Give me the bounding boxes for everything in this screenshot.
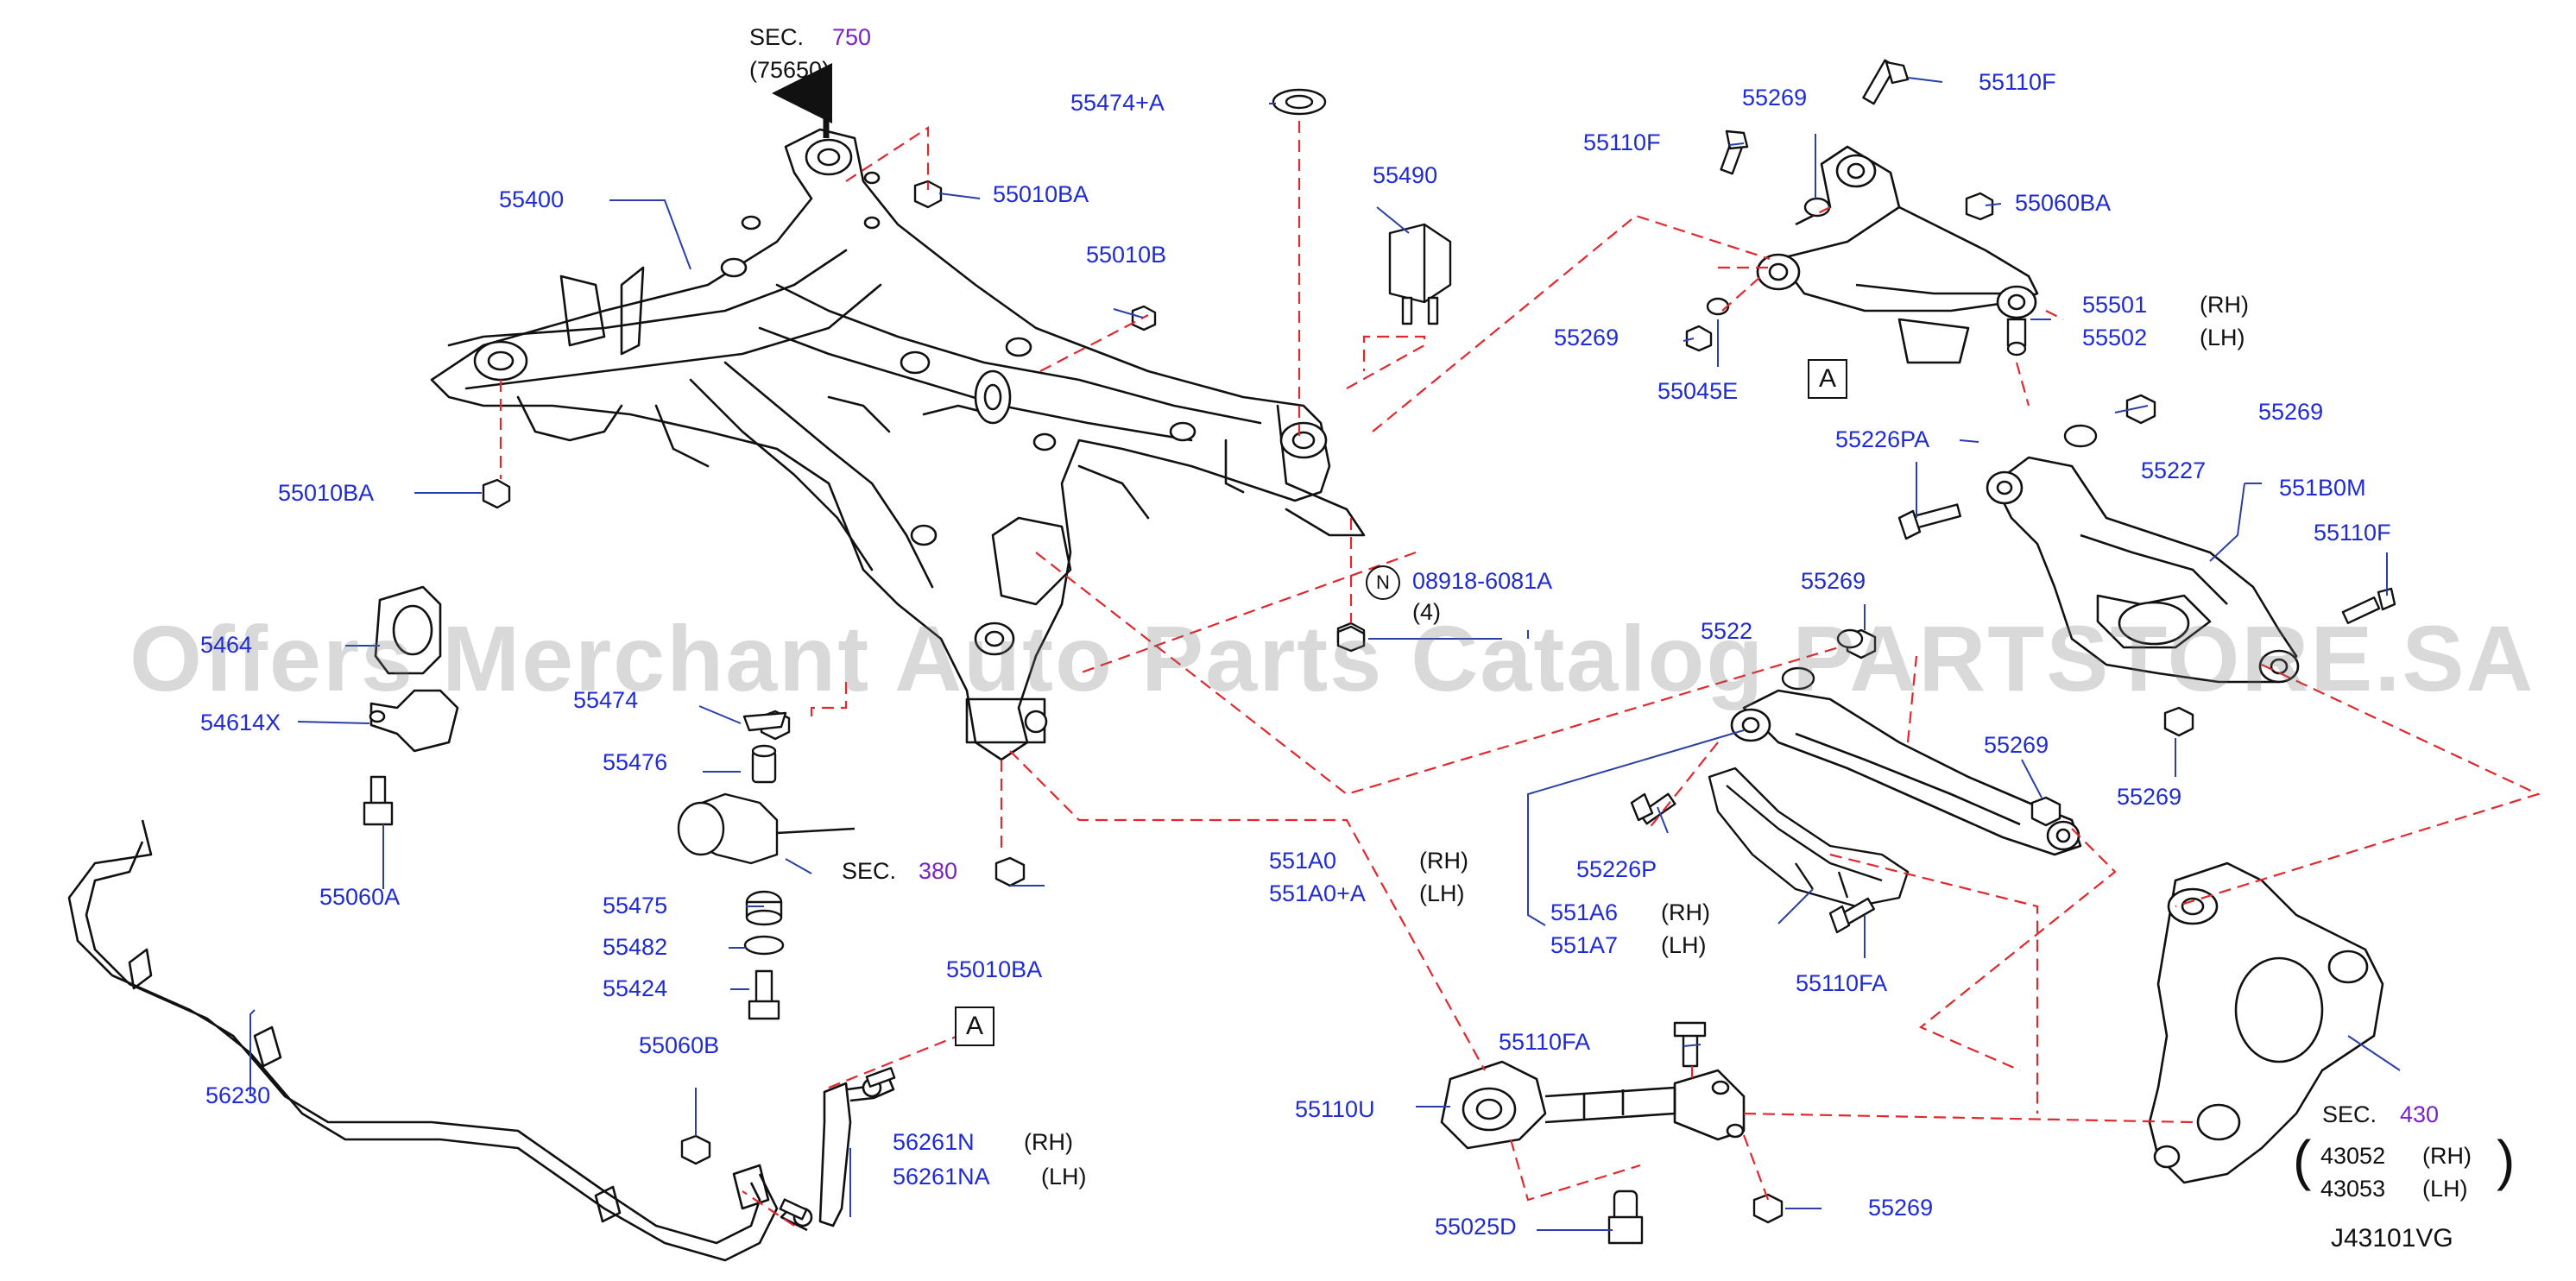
part-label-55010b[interactable]: 55010B — [1086, 242, 1167, 268]
subframe-bushings — [473, 138, 1328, 734]
sec-430-lh: (LH) — [2422, 1176, 2468, 1202]
flange-nut — [1336, 625, 1366, 653]
stabilizer-bushing[interactable] — [369, 585, 459, 753]
part-label-55474[interactable]: 55474 — [573, 687, 639, 713]
part-label-55476[interactable]: 55476 — [603, 749, 668, 775]
part-label-551a0a[interactable]: 551A0+A — [1269, 880, 1366, 906]
part-label-551a6[interactable]: 551A6 — [1550, 899, 1619, 925]
part-side-56261n: (RH) — [1024, 1129, 1073, 1155]
lower-rear-arm[interactable] — [1992, 456, 2298, 684]
lower-rear-arm-bushings — [1986, 470, 2300, 684]
sec-380-number[interactable]: 380 — [919, 858, 958, 884]
part-label-55269-bottom[interactable]: 55269 — [1868, 1195, 1934, 1221]
part-label-55424[interactable]: 55424 — [603, 975, 668, 1001]
part-label-55400[interactable]: 55400 — [499, 186, 565, 212]
part-label-55226p[interactable]: 55226P — [1576, 856, 1657, 882]
sec-380-label: SEC. — [842, 858, 897, 884]
part-label-55010ba-bottom[interactable]: 55010BA — [946, 956, 1043, 982]
part-qty-08918-6081a: (4) — [1412, 599, 1441, 625]
part-side-551a0: (RH) — [1419, 848, 1468, 874]
part-label-55010ba-top[interactable]: 55010BA — [993, 181, 1089, 207]
part-label-55227[interactable]: 55227 — [2141, 458, 2207, 483]
sec-430-number[interactable]: 430 — [2400, 1101, 2440, 1127]
lower-front-link-bushings — [1730, 708, 2080, 851]
diagram-code: J43101VG — [2331, 1224, 2453, 1253]
lower-front-link[interactable] — [1742, 689, 2082, 856]
part-label-56261n[interactable]: 56261N — [893, 1129, 975, 1155]
part-side-551a0a: (LH) — [1419, 880, 1465, 906]
sec-750-subpart: (75650) — [749, 57, 830, 83]
upper-arm-bushings — [1756, 154, 2037, 319]
toe-link[interactable] — [1440, 1060, 1746, 1150]
part-label-5522[interactable]: 5522 — [1701, 618, 1753, 644]
sec-750-label: SEC. — [749, 24, 805, 50]
alignment-lines — [499, 121, 2541, 1227]
part-label-55269-left[interactable]: 55269 — [1554, 325, 1619, 350]
part-label-5464[interactable]: 5464 — [200, 632, 253, 658]
part-label-55490[interactable]: 55490 — [1373, 162, 1438, 188]
sec-430-lh-part: 43053 — [2320, 1176, 2386, 1202]
knuckle[interactable] — [2148, 861, 2384, 1184]
part-label-55482[interactable]: 55482 — [603, 934, 668, 960]
part-label-56230[interactable]: 56230 — [205, 1082, 271, 1108]
part-label-551a7[interactable]: 551A7 — [1550, 932, 1619, 958]
part-label-55060a[interactable]: 55060A — [319, 884, 401, 910]
part-label-55475[interactable]: 55475 — [603, 893, 668, 918]
part-label-55226pa[interactable]: 55226PA — [1835, 426, 1930, 452]
part-side-551a7: (LH) — [1661, 932, 1707, 958]
part-label-551a0[interactable]: 551A0 — [1269, 848, 1337, 874]
sec-430-close-paren: ) — [2497, 1129, 2516, 1191]
part-side-551a6: (RH) — [1661, 899, 1710, 925]
part-label-55060b[interactable]: 55060B — [639, 1032, 720, 1058]
ball-joint-stud — [2006, 318, 2027, 357]
part-label-55110f-right[interactable]: 55110F — [2314, 520, 2391, 546]
part-label-55010ba-left[interactable]: 55010BA — [278, 480, 375, 506]
hardware — [363, 59, 2396, 1245]
view-marker-a-upper: A — [1808, 359, 1847, 399]
part-label-55269-r2[interactable]: 55269 — [1984, 732, 2049, 758]
part-label-55269-r1[interactable]: 55269 — [2258, 399, 2324, 425]
part-label-56261na[interactable]: 56261NA — [893, 1164, 990, 1190]
part-label-55110fa-low[interactable]: 55110FA — [1499, 1029, 1591, 1055]
subframe-assembly[interactable] — [430, 128, 1366, 761]
leader-lines — [249, 77, 2401, 1231]
part-label-55060ba[interactable]: 55060BA — [2015, 190, 2112, 216]
link-cover[interactable] — [1708, 767, 1910, 908]
upper-arm[interactable] — [1777, 145, 2039, 364]
part-label-55110f-left[interactable]: 55110F — [1583, 129, 1661, 155]
n-mark: N — [1366, 565, 1400, 600]
part-label-551b0m[interactable]: 551B0M — [2279, 475, 2366, 501]
part-side-55502: (LH) — [2200, 325, 2245, 350]
sec-430-label: SEC. — [2322, 1101, 2377, 1127]
part-label-55269-top[interactable]: 55269 — [1742, 85, 1808, 110]
part-label-55269-r3[interactable]: 55269 — [2117, 784, 2182, 810]
part-side-56261na: (LH) — [1041, 1164, 1087, 1190]
part-label-08918-6081a[interactable]: 08918-6081A — [1412, 568, 1553, 594]
part-label-55269-mid[interactable]: 55269 — [1801, 568, 1866, 594]
part-label-55501[interactable]: 55501 — [2082, 292, 2148, 318]
part-label-55502[interactable]: 55502 — [2082, 325, 2148, 350]
sec-750-number[interactable]: 750 — [832, 24, 872, 50]
sec-430-rh-part: 43052 — [2320, 1143, 2386, 1169]
sec-430-rh: (RH) — [2422, 1143, 2472, 1169]
part-label-55110f-top[interactable]: 55110F — [1979, 69, 2056, 95]
stabilizer-bar[interactable] — [67, 819, 779, 1262]
part-side-55501: (RH) — [2200, 292, 2249, 318]
sec-430-open-paren: ( — [2293, 1129, 2312, 1191]
view-marker-a-lower: A — [955, 1006, 994, 1046]
part-label-55110u[interactable]: 55110U — [1295, 1096, 1375, 1122]
part-label-55025d[interactable]: 55025D — [1435, 1214, 1517, 1240]
part-label-55045e[interactable]: 55045E — [1657, 378, 1739, 404]
part-label-55474a[interactable]: 55474+A — [1070, 90, 1165, 116]
part-label-54614x[interactable]: 54614X — [200, 710, 281, 735]
part-label-55110fa-right[interactable]: 55110FA — [1796, 970, 1888, 996]
